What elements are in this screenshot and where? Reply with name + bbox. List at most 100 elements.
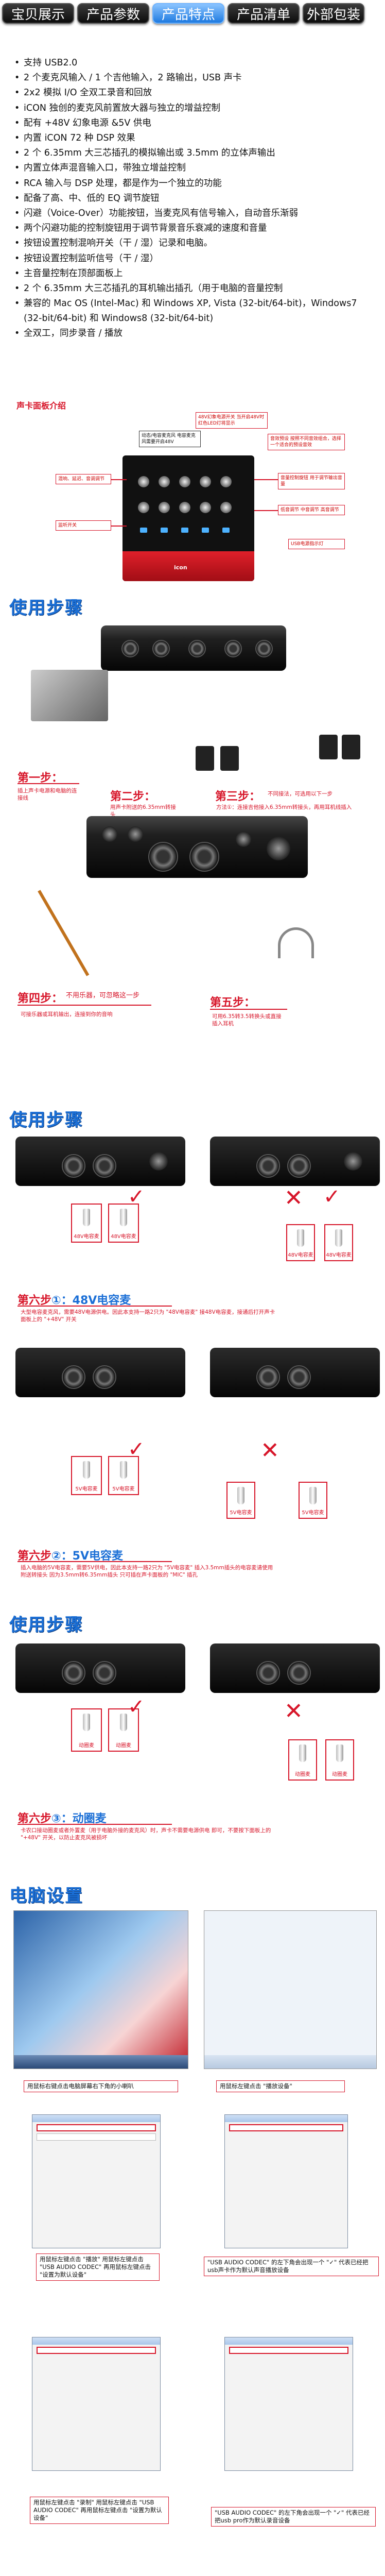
top-nav: 宝贝展示 产品参数 产品特点 产品清单 外部包装 — [0, 0, 385, 29]
knob — [236, 832, 251, 847]
condenser-mic-icon — [120, 1209, 127, 1226]
divider — [18, 1005, 151, 1006]
knob — [179, 476, 190, 487]
section-usage-3: 使用步骤 — [9, 1615, 83, 1635]
feature-item: •内置 iCON 72 种 DSP 效果 — [14, 133, 135, 144]
tab-product-list[interactable]: 产品清单 — [227, 3, 300, 24]
xlr-jack — [93, 1154, 116, 1178]
knob — [200, 502, 211, 513]
step-6-1-desc: 大型电容麦克风，需要48V电源供电。因此本支持一路2只为 "48V电容麦" 接4… — [21, 1309, 275, 1323]
feature-list: •支持 USB2.0 •2 个麦克风输入 / 1 个吉他输入，2 路输出，USB… — [14, 56, 375, 341]
soundcard-front-view — [210, 1348, 380, 1397]
condenser-mic-icon — [120, 1461, 127, 1479]
dialog-title-bar — [225, 2337, 353, 2345]
pc-note-6: "USB AUDIO CODEC" 的左下角会出现一个 "✓" 代表已经把usb… — [211, 2507, 376, 2527]
step-6-2-desc: 插入电脑的5V电容麦，需要5V供电，因此本支持一路2只为 "5V电容麦" 插入3… — [21, 1565, 273, 1578]
callout-usb-led: USB电源指示灯 — [288, 539, 345, 549]
tab-product-features[interactable]: 产品特点 — [152, 3, 224, 24]
red-front-strip — [122, 551, 254, 581]
callout-preset: 音效预设 按照不同音效组合，选择一个适合的预设音效 — [268, 434, 345, 450]
speaker-illustration — [196, 746, 214, 771]
feature-item: •iCON 独创的麦克风前置放大器与独立的增益控制 — [14, 103, 221, 113]
device-row[interactable] — [229, 2124, 343, 2131]
xlr-jack — [256, 1661, 280, 1685]
tab-outer-packaging[interactable]: 外部包装 — [303, 3, 364, 24]
condenser-mic-icon — [335, 1229, 342, 1247]
taskbar — [14, 2055, 188, 2069]
check-icon: ✓ — [128, 1695, 145, 1719]
dynamic-mic-icon — [336, 1744, 343, 1762]
feature-item: •支持 USB2.0 — [14, 58, 78, 68]
section-pc-settings: 电脑设置 — [9, 1886, 83, 1906]
callout-volume: 音量控制旋钮 用于调节输出音量 — [278, 473, 345, 489]
pc-note-1: 用鼠标右键点击电脑屏幕右下角的小喇叭 — [24, 2080, 178, 2092]
device-row[interactable] — [37, 2347, 156, 2354]
feature-item: •2 个 6.35mm 大三芯插孔的耳机输出插孔（用于电脑的音量控制 — [14, 283, 283, 294]
divider — [18, 1561, 172, 1562]
condenser-mic-icon — [83, 1461, 90, 1479]
divider — [18, 783, 79, 784]
step-1-title: 第一步： — [18, 772, 63, 785]
mic-box: 48V电容麦 — [108, 1204, 139, 1243]
shine — [86, 816, 308, 835]
mic-box: 5V电容麦 — [299, 1482, 327, 1519]
knob — [138, 476, 149, 487]
step-6-2-title: 第六步②：5V电容麦 — [18, 1550, 123, 1563]
tab-product-specs[interactable]: 产品参数 — [77, 3, 149, 24]
soundcard-front-view — [15, 1348, 185, 1397]
mic-box: 48V电容麦 — [286, 1224, 315, 1261]
feature-item: •配有 +48V 幻象电源 &5V 供电 — [14, 117, 151, 128]
xlr-jack — [287, 1661, 311, 1685]
feature-item: •两个闪避功能的控制旋钮用于调节背景音乐衰减的速度和音量 — [14, 223, 267, 234]
tab-product-display[interactable]: 宝贝展示 — [2, 3, 74, 24]
condenser-mic-icon — [83, 1209, 90, 1226]
feature-item: •2 个 6.35mm 大三芯插孔的模拟输出或 3.5mm 的立体声输出 — [14, 148, 275, 159]
speaker-illustration — [319, 735, 338, 759]
feature-item: •全双工，同步录音 / 播放 — [14, 328, 123, 339]
pc-note-4: "USB AUDIO CODEC" 的左下角会出现一个 "✓" 代表已经把usb… — [204, 2257, 379, 2276]
callout-mic-type: 动态/电容麦克风 电容麦克风需要开启48V — [139, 431, 201, 447]
dialog-title-bar — [225, 2115, 347, 2122]
feature-item: •闪避（Voice-Over）功能按钮，当麦克风有信号输入，自动音乐渐弱 — [14, 208, 298, 219]
jack — [188, 640, 206, 657]
check-icon: ✓ — [323, 1185, 341, 1209]
step-3-title: 第三步： — [215, 790, 261, 803]
pc-note-3: 用鼠标左键点击 "播放" 用鼠标左键点击 "USB AUDIO CODEC" 再… — [36, 2253, 160, 2281]
jack — [152, 640, 170, 657]
step-4-note: 不用乐器，可忽略这一步 — [66, 992, 140, 999]
xlr-jack — [62, 1365, 85, 1389]
shine — [101, 625, 286, 639]
feature-item: •按钮设置控制混响开关（干 / 湿）记录和电脑。 — [14, 238, 213, 249]
soundcard-front-view — [210, 1137, 380, 1186]
mic-box: 5V电容麦 — [71, 1456, 102, 1495]
mic-box: 动圈麦 — [71, 1708, 102, 1752]
device-row[interactable] — [229, 2347, 348, 2354]
device-row[interactable] — [37, 2124, 156, 2131]
button — [181, 528, 188, 533]
device-row[interactable] — [37, 2133, 156, 2141]
feature-item: •2 个麦克风输入 / 1 个吉他输入，2 路输出，USB 声卡 — [14, 73, 242, 83]
xlr-jack — [93, 1365, 116, 1389]
knob — [220, 502, 232, 513]
callout-eq: 低音调节 中音调节 高音调节 — [278, 505, 345, 515]
headphones-illustration — [278, 927, 314, 958]
xlr-jack — [148, 842, 178, 872]
sound-dialog — [32, 2114, 161, 2248]
dynamic-mic-icon — [120, 1714, 127, 1731]
dialog-title-bar — [32, 2337, 160, 2345]
sound-dialog — [224, 2337, 353, 2471]
knob — [267, 837, 290, 860]
leader-line — [111, 479, 127, 480]
guitar-illustration — [38, 873, 118, 976]
cross-icon: ✕ — [284, 1185, 303, 1211]
knob — [159, 502, 170, 513]
brand-logo: icon — [174, 564, 187, 571]
mic-box: 48V电容麦 — [71, 1204, 102, 1243]
button — [161, 528, 168, 533]
callout-monitor: 监听开关 — [56, 520, 111, 531]
feature-item: •兼容的 Mac OS (Intel-Mac) 和 Windows XP, Vi… — [14, 298, 357, 324]
xlr-jack — [62, 1154, 85, 1178]
callout-48v: 48V幻象电源开关 当开启48V时红色LED灯将显示 — [196, 412, 268, 429]
knob — [200, 476, 211, 487]
soundcard-front-view — [86, 816, 308, 878]
